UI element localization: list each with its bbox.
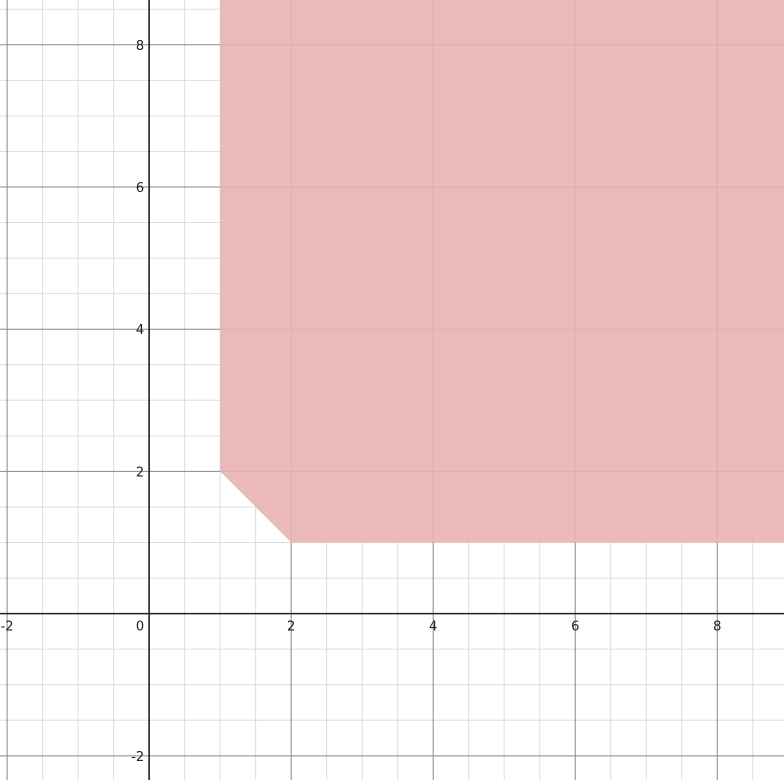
x-tick-label: 0: [136, 620, 144, 635]
x-tick-label: 4: [429, 620, 437, 635]
y-tick-label: 4: [136, 323, 144, 338]
y-tick-label: 2: [136, 465, 144, 480]
x-tick-label: 8: [713, 620, 721, 635]
x-tick-label: 6: [571, 620, 579, 635]
x-tick-label: -2: [1, 620, 14, 635]
y-tick-labels: -2 2 4 6 8: [131, 39, 144, 765]
x-tick-labels: -2 0 2 4 6 8: [1, 620, 722, 635]
y-tick-label: 8: [136, 39, 144, 54]
y-tick-label: -2: [131, 750, 144, 765]
y-tick-label: 6: [136, 181, 144, 196]
x-tick-label: 2: [287, 620, 295, 635]
shaded-region: [220, 0, 784, 543]
